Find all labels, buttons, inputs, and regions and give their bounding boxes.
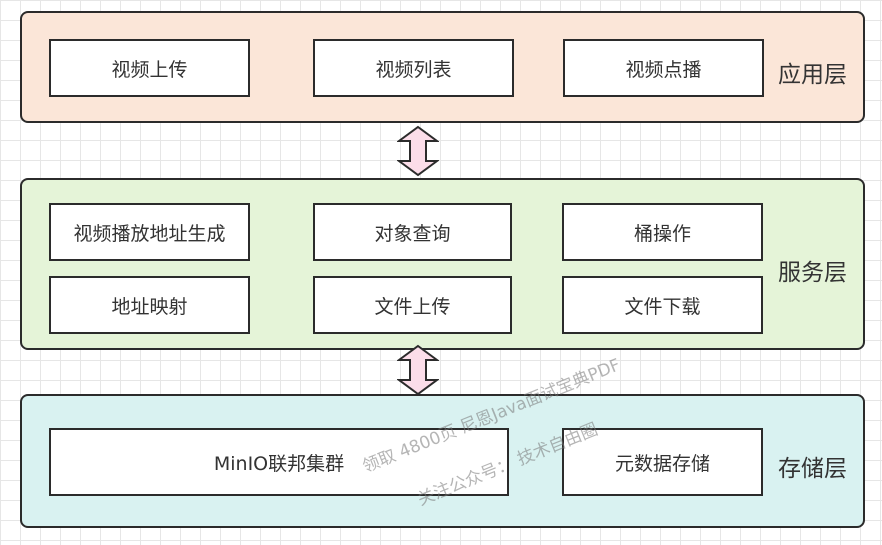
- metadata-storage-box: 元数据存储: [562, 428, 763, 496]
- video-on-demand-box: 视频点播: [563, 39, 764, 97]
- service-layer-label: 服务层: [778, 260, 847, 286]
- play-url-generation-box: 视频播放地址生成: [49, 203, 250, 261]
- video-upload-box: 视频上传: [49, 39, 250, 97]
- bidirectional-arrow-icon: [397, 344, 439, 396]
- bucket-operation-box: 桶操作: [562, 203, 763, 261]
- video-list-box: 视频列表: [313, 39, 514, 97]
- minio-federation-cluster-box: MinIO联邦集群: [49, 428, 509, 496]
- bidirectional-arrow-icon: [397, 125, 439, 177]
- storage-layer-label: 存储层: [778, 456, 847, 482]
- file-download-box: 文件下载: [562, 276, 763, 334]
- application-layer-label: 应用层: [778, 62, 847, 88]
- object-query-box: 对象查询: [313, 203, 512, 261]
- address-mapping-box: 地址映射: [49, 276, 250, 334]
- file-upload-box: 文件上传: [313, 276, 512, 334]
